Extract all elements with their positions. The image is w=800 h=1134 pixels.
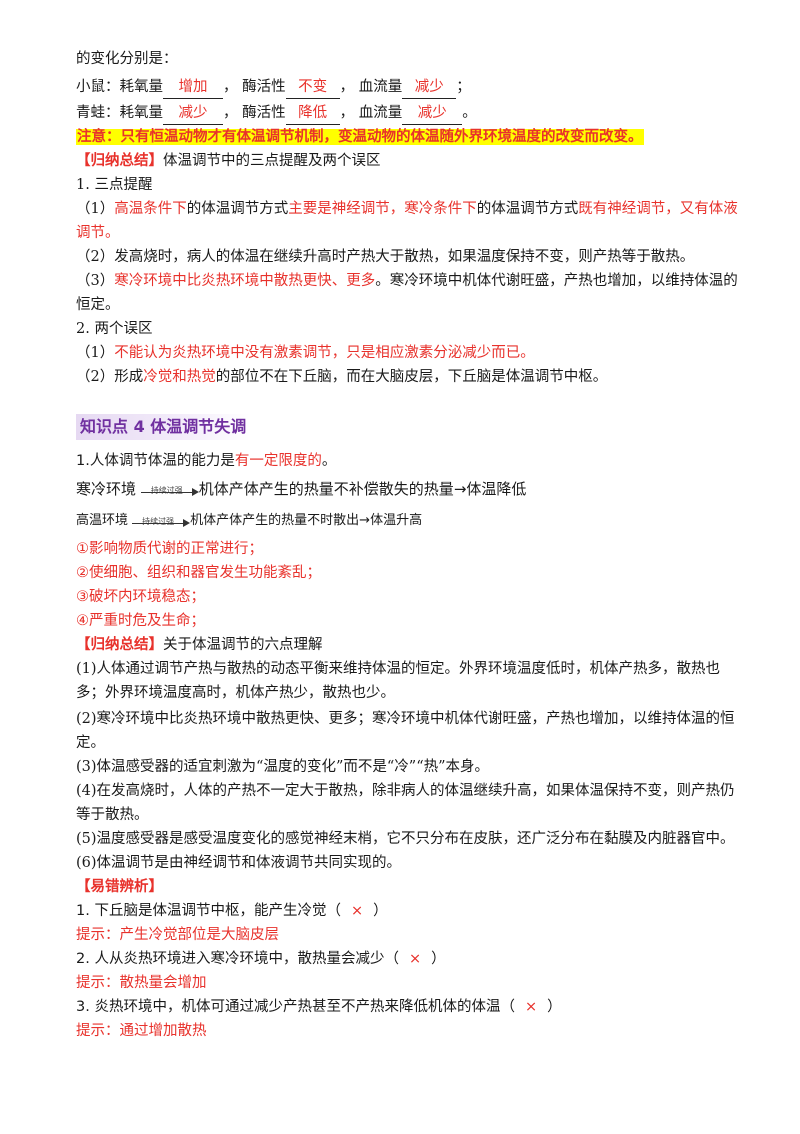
p1-f: 既有神经调节，又有体液: [578, 201, 738, 217]
frog-blood-answer: 减少: [402, 102, 463, 125]
p1-d: 主要是神经调节，寒冷条件下: [288, 201, 477, 217]
mouse-enzyme-answer: 不变: [285, 76, 340, 99]
summary2-l8: 等于散热。: [76, 807, 149, 823]
mouse-blood-answer: 减少: [402, 76, 457, 99]
summary2-l7: (4)在发高烧时，人体的产热不一定大于散热，除非病人的体温继续升高，如果体温保持…: [76, 783, 735, 799]
q1-close: ）: [373, 903, 388, 919]
summary2-tag: 【归纳总结】: [76, 637, 163, 653]
frog-enzyme-label: ， 酶活性: [223, 105, 286, 121]
p3-a: （3）: [76, 273, 115, 289]
summary2-l9: (5)温度感受器是感受温度变化的感觉神经末梢，它不只分布在皮肤，还广泛分布在黏膜…: [76, 831, 735, 847]
hot-arrow-label: 持续过强: [142, 516, 175, 526]
s4-p1-c: 。: [321, 453, 337, 469]
q2-text: 2. 人从炎热环境进入寒冷环境中，散热量会减少（: [76, 951, 399, 967]
cold-arrow: 持续过强: [140, 483, 199, 497]
summary1-p5: （2）形成冷觉和热觉的部位不在下丘脑，而在大脑皮层，下丘脑是体温调节中枢。: [76, 366, 607, 388]
hot-end: 体温升高: [370, 513, 423, 528]
p1-c: 的体温调节方式: [186, 201, 289, 217]
summary2-l6: (3)体温感受器的适宜刺激为“温度的变化”而不是“冷”“热”本身。: [76, 759, 490, 775]
intro-line: 的变化分别是：: [76, 48, 178, 70]
q3-close: ）: [547, 999, 562, 1015]
q2-close: ）: [431, 951, 446, 967]
summary2-l1: (1)人体通过调节产热与散热的动态平衡来维持体温的恒定。外界环境温度低时，机体产…: [76, 661, 721, 677]
hot-mid: 机体产体产生的热量不时散出: [190, 513, 360, 528]
note-line: 注意：只有恒温动物才有体温调节机制，变温动物的体温随外界环境温度的改变而改变。: [76, 126, 644, 148]
error-h3: 提示：通过增加散热: [76, 1023, 207, 1039]
summary1-p1: （1）高温条件下的体温调节方式主要是神经调节，寒冷条件下的体温调节方式既有神经调…: [76, 198, 738, 220]
frog-label: 青蛙：耗氧量: [76, 105, 163, 121]
summary1-p1-cont: 调节。: [76, 225, 120, 241]
summary2-l4: 定。: [76, 735, 105, 751]
enzyme-label: ， 酶活性: [223, 79, 286, 95]
q1-mark: ×: [350, 903, 364, 919]
cold-arrow-label: 持续过强: [150, 485, 183, 495]
q1-text: 1. 下丘脑是体温调节中枢，能产生冷觉（: [76, 903, 341, 919]
p1-b: 高温条件下: [114, 201, 187, 217]
hot-start: 高温环境: [76, 513, 129, 528]
mouse-o2-answer: 增加: [163, 76, 223, 99]
p4-a: （1）: [76, 345, 115, 361]
frog-enzyme-answer: 降低: [285, 102, 340, 125]
summary1-tag: 【归纳总结】: [76, 153, 163, 169]
hot-flow: 高温环境 持续过强 机体产体产生的热量不时散出→体温升高: [76, 510, 422, 532]
mouse-line: 小鼠：耗氧量增加， 酶活性不变， 血流量减少；: [76, 76, 471, 99]
q3-mark: ×: [524, 999, 538, 1015]
cold-mid: 机体产体产生的热量不补偿散失的热量: [198, 480, 454, 498]
summary1-p2: （2）发高烧时，病人的体温在继续升高时产热大于散热，如果温度保持不变，则产热等于…: [76, 249, 695, 265]
frog-blood-label: ， 血流量: [339, 105, 403, 121]
p1-e: 的体温调节方式: [476, 201, 579, 217]
s4-p1-b: 有一定限度的: [234, 453, 322, 469]
summary1-h1: 1. 三点提醒: [76, 177, 153, 193]
summary1-h2: 2. 两个误区: [76, 321, 153, 337]
p3-b: 寒冷环境中比炎热环境中散热更快、更多: [114, 273, 376, 289]
summary2-heading: 【归纳总结】关于体温调节的六点理解: [76, 634, 323, 656]
frog-line: 青蛙：耗氧量减少， 酶活性降低， 血流量减少。: [76, 102, 477, 125]
p5-c: 的部位不在下丘脑，而在大脑皮层，下丘脑是体温调节中枢。: [215, 369, 608, 385]
hot-arrow: 持续过强: [132, 514, 191, 528]
summary1-p3: （3）寒冷环境中比炎热环境中散热更快、更多。寒冷环境中机体代谢旺盛，产热也增加，…: [76, 270, 738, 292]
effect-3: ③破坏内环境稳态；: [76, 589, 205, 605]
effect-1: ①影响物质代谢的正常进行；: [76, 541, 263, 557]
error-h1: 提示：产生冷觉部位是大脑皮层: [76, 927, 279, 943]
frog-end: 。: [462, 105, 477, 121]
blood-label: ， 血流量: [339, 79, 403, 95]
s4-p1: 1.人体调节体温的能力是有一定限度的。: [76, 450, 336, 472]
summary2-l2: 多；外界环境温度高时，机体产热少，散热也少。: [76, 685, 395, 701]
s4-p1-a: 1.人体调节体温的能力是: [76, 453, 235, 469]
error-q2: 2. 人从炎热环境进入寒冷环境中，散热量会减少（ × ）: [76, 948, 446, 970]
error-h2: 提示：散热量会增加: [76, 975, 207, 991]
summary1-p3-cont: 恒定。: [76, 297, 120, 313]
p5-a: （2）形成: [76, 369, 144, 385]
q2-mark: ×: [408, 951, 422, 967]
q3-text: 3. 炎热环境中，机体可通过减少产热甚至不产热来降低机体的体温（: [76, 999, 515, 1015]
p4-b: 不能认为炎热环境中没有激素调节，只是相应激素分泌减少而已。: [114, 345, 535, 361]
cold-start: 寒冷环境: [76, 480, 137, 498]
error-q1: 1. 下丘脑是体温调节中枢，能产生冷觉（ × ）: [76, 900, 388, 922]
cold-flow: 寒冷环境 持续过强 机体产体产生的热量不补偿散失的热量→体温降低: [76, 478, 526, 500]
summary1-heading: 【归纳总结】体温调节中的三点提醒及两个误区: [76, 150, 381, 172]
frog-o2-answer: 减少: [163, 102, 223, 125]
errors-tag: 【易错辨析】: [76, 879, 163, 895]
section-heading: 知识点 4 体温调节失调: [76, 414, 251, 440]
note-highlight: 注意：只有恒温动物才有体温调节机制，变温动物的体温随外界环境温度的改变而改变。: [76, 129, 644, 145]
summary1-title: 体温调节中的三点提醒及两个误区: [163, 153, 381, 169]
error-q3: 3. 炎热环境中，机体可通过减少产热甚至不产热来降低机体的体温（ × ）: [76, 996, 562, 1018]
hot-arrow-glyph: →: [359, 513, 371, 528]
p1-a: （1）: [76, 201, 115, 217]
cold-arrow-glyph: →: [453, 480, 467, 498]
summary1-p4: （1）不能认为炎热环境中没有激素调节，只是相应激素分泌减少而已。: [76, 342, 535, 364]
effect-4: ④严重时危及生命；: [76, 613, 205, 629]
p5-b: 冷觉和热觉: [143, 369, 216, 385]
mouse-label: 小鼠：耗氧量: [76, 79, 163, 95]
intro-text: 的变化分别是：: [76, 51, 178, 67]
errors-heading: 【易错辨析】: [76, 876, 163, 898]
effect-2: ②使细胞、组织和器官发生功能紊乱；: [76, 565, 321, 581]
cold-end: 体温降低: [466, 480, 527, 498]
summary2-l3: (2)寒冷环境中比炎热环境中散热更快、更多；寒冷环境中机体代谢旺盛，产热也增加，…: [76, 711, 735, 727]
p3-c: 。寒冷环境中机体代谢旺盛，产热也增加，以维持体温的: [375, 273, 738, 289]
summary2-title: 关于体温调节的六点理解: [163, 637, 323, 653]
summary2-l10: (6)体温调节是由神经调节和体液调节共同实现的。: [76, 855, 402, 871]
mouse-end: ；: [456, 79, 471, 95]
